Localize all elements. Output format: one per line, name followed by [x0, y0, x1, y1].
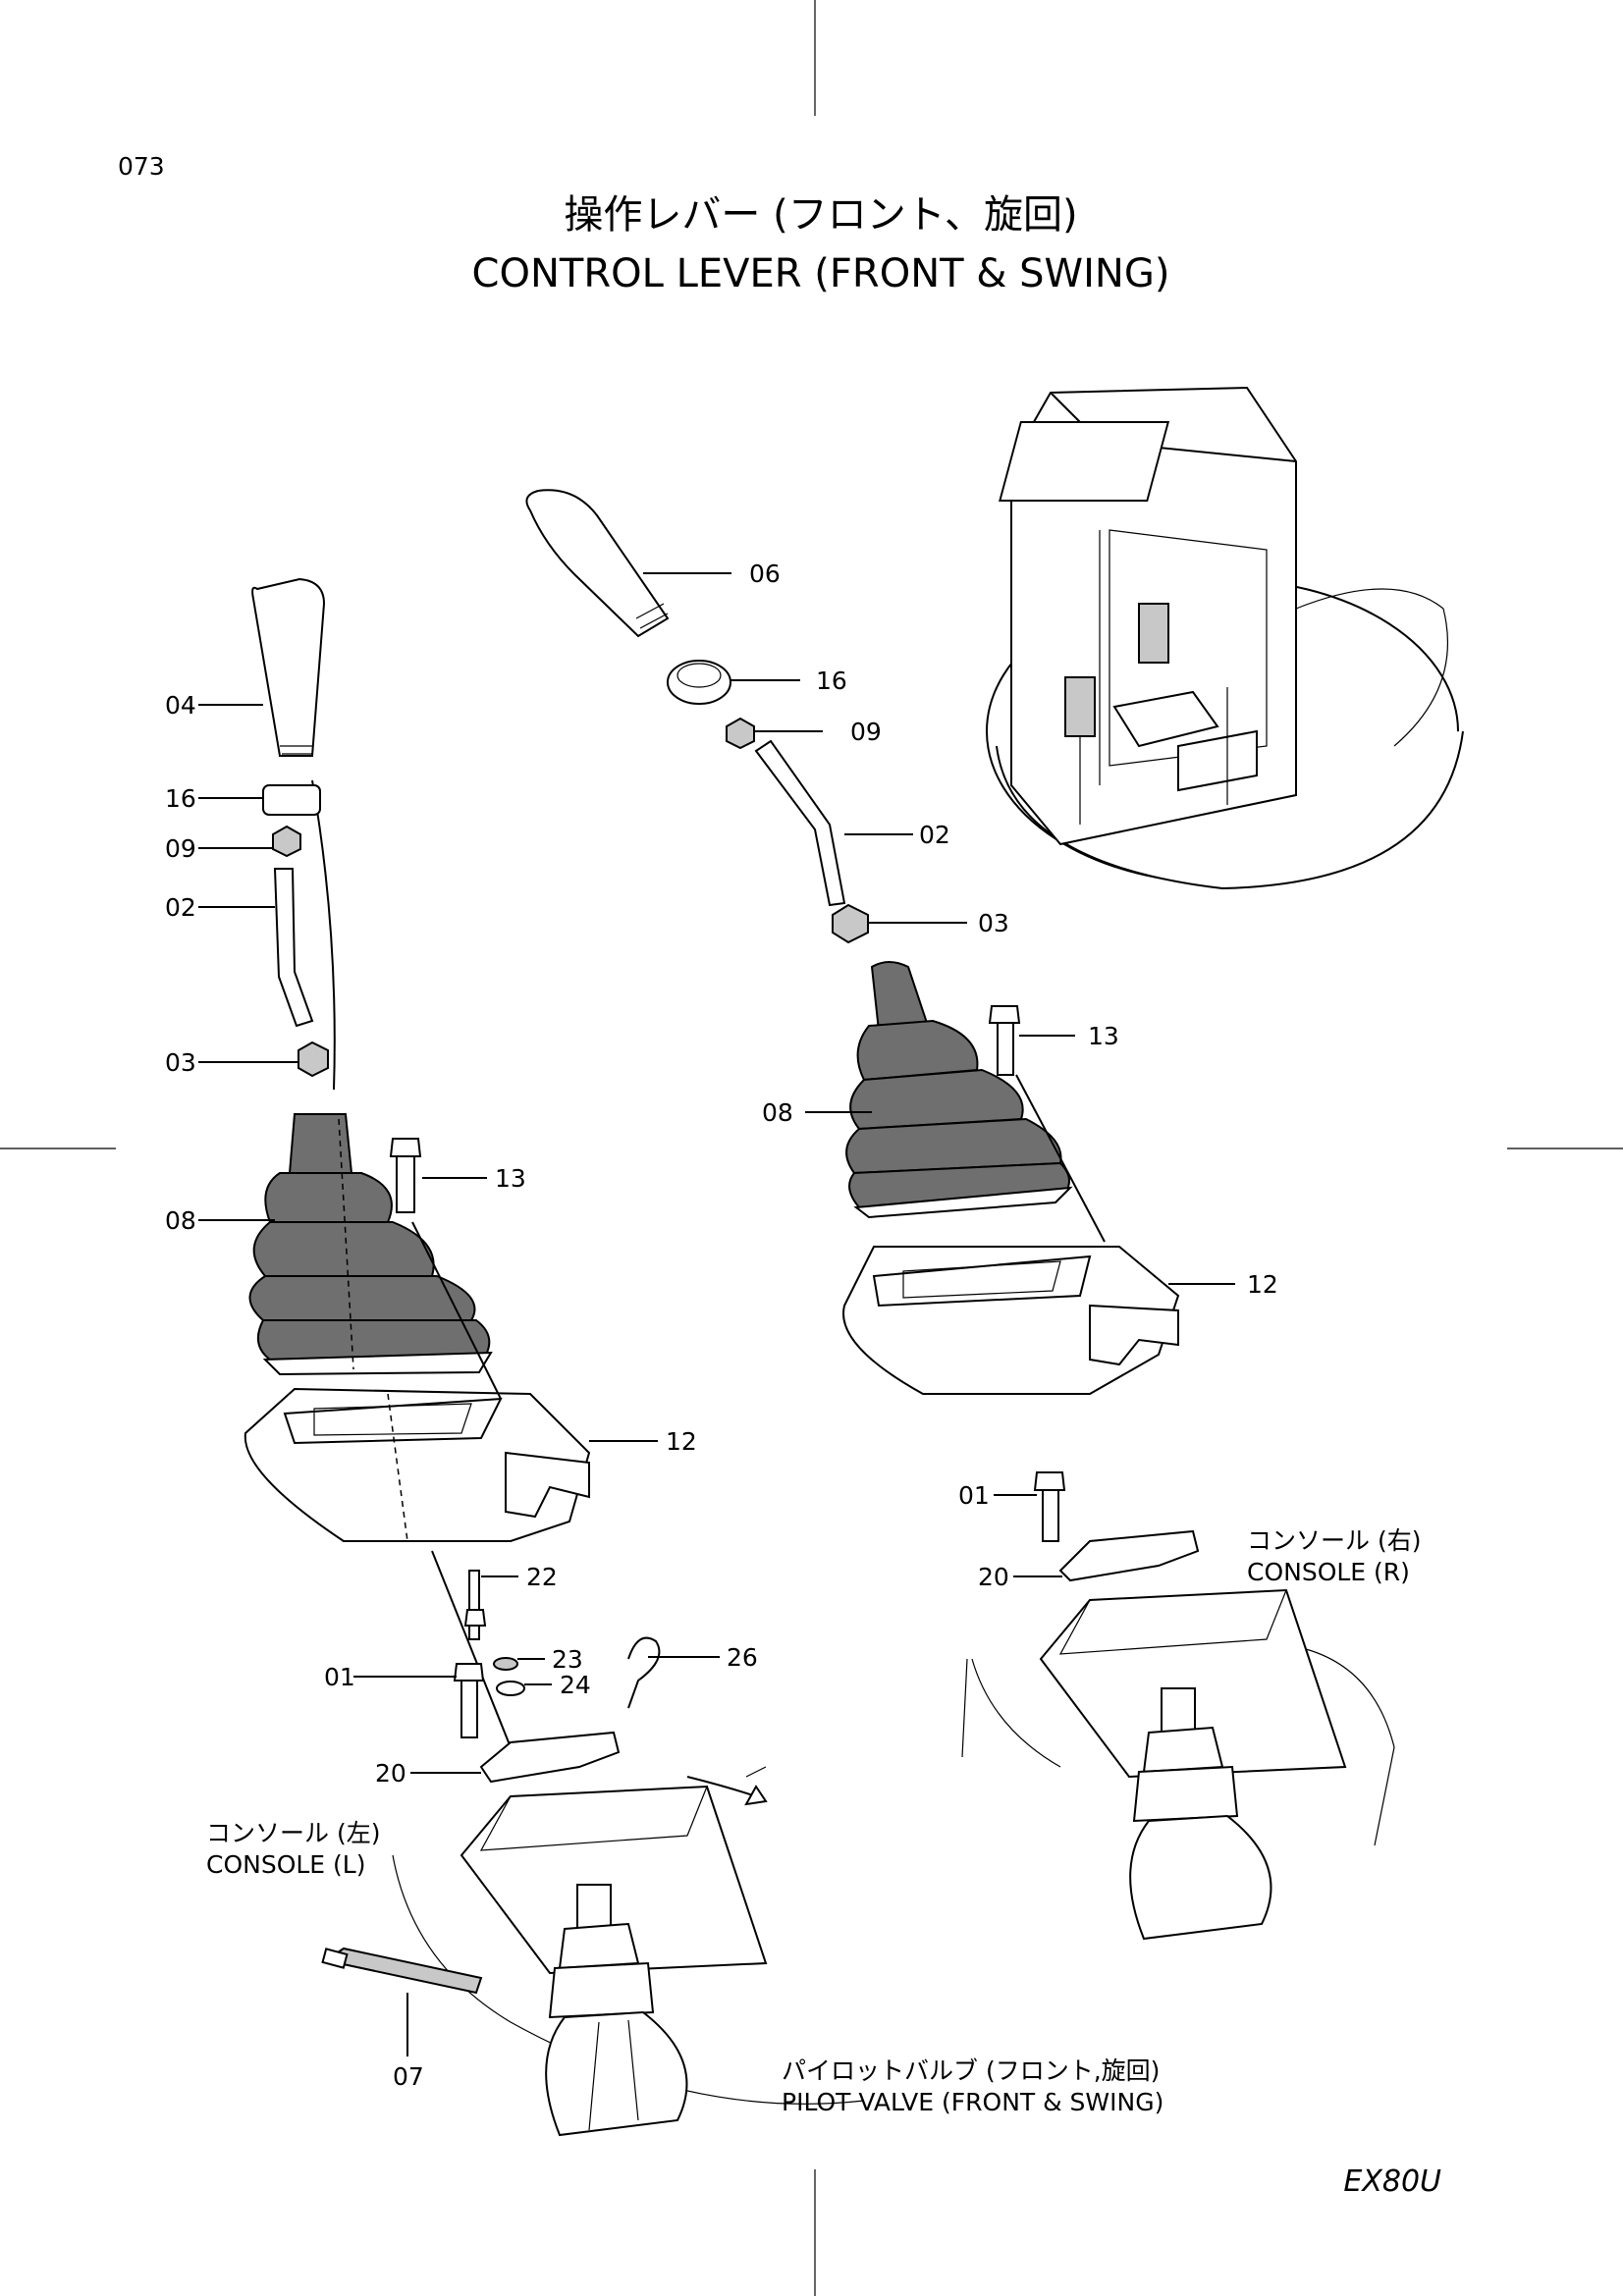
right-grip [525, 489, 670, 638]
console-left-english: CONSOLE (L) [206, 1850, 366, 1879]
callout-left-07: 07 [393, 2062, 424, 2091]
callout-left-04: 04 [165, 691, 196, 720]
title-english: CONTROL LEVER (FRONT & SWING) [472, 251, 1170, 296]
callout-left-02: 02 [165, 893, 196, 922]
callout-left-12: 12 [666, 1427, 697, 1456]
right-rod [754, 739, 846, 907]
callout-left-23: 23 [552, 1645, 583, 1674]
callout-left-13: 13 [495, 1164, 526, 1193]
callout-right-03: 03 [978, 909, 1009, 937]
callout-left-16: 16 [165, 784, 196, 813]
right-plate-20 [1058, 1529, 1200, 1582]
left-bolt-22 [468, 1570, 480, 1640]
right-nut-16 [667, 660, 731, 705]
callout-right-13: 13 [1088, 1022, 1119, 1050]
callout-left-08: 08 [165, 1206, 196, 1235]
callout-left-26: 26 [727, 1643, 758, 1672]
right-nut-09 [726, 717, 755, 750]
callout-left-22: 22 [526, 1563, 558, 1591]
pilot-valve-english: PILOT VALVE (FRONT & SWING) [782, 2088, 1163, 2116]
left-nut-16 [262, 784, 321, 816]
model-code: EX80U [1343, 2164, 1441, 2199]
left-console-cover [243, 1387, 591, 1542]
left-pilot-valve [545, 1884, 688, 2137]
console-left-japanese: コンソール (左) [206, 1819, 380, 1847]
callout-right-16: 16 [816, 667, 847, 695]
left-plate-20 [479, 1731, 621, 1784]
left-bolt-01 [460, 1678, 478, 1738]
console-right-japanese: コンソール (右) [1247, 1526, 1421, 1555]
callout-right-01: 01 [958, 1481, 990, 1510]
right-rubber-boot [845, 961, 1073, 1219]
callout-leaders [198, 572, 1235, 2056]
callout-right-09: 09 [850, 718, 882, 746]
callout-right-12: 12 [1247, 1270, 1278, 1299]
right-lever-assembly [525, 489, 1395, 1941]
left-console-body [392, 1766, 865, 2105]
left-clamp-26 [627, 1636, 661, 1709]
pilot-valve-japanese: パイロットバルブ (フロント,旋回) [782, 2056, 1160, 2085]
right-pilot-valve [1129, 1687, 1272, 1941]
callout-right-02: 02 [919, 821, 950, 849]
excavator-overview-illustration [986, 386, 1464, 890]
left-grip [251, 577, 326, 757]
callout-left-24: 24 [560, 1671, 591, 1699]
left-lever-assembly [243, 577, 865, 2137]
right-nut-03 [832, 903, 869, 944]
left-washer-23 [493, 1657, 518, 1671]
callout-left-01: 01 [324, 1663, 355, 1691]
right-bolt-01 [1042, 1486, 1059, 1542]
callout-right-06: 06 [749, 560, 781, 588]
callout-right-08: 08 [762, 1098, 793, 1127]
left-cable-tie-07 [321, 1947, 483, 1995]
left-washer-24 [496, 1681, 525, 1696]
callout-left-09: 09 [165, 834, 196, 863]
left-bolt-13 [396, 1152, 415, 1213]
left-nut-03 [298, 1041, 329, 1078]
console-right-english: CONSOLE (R) [1247, 1558, 1410, 1586]
right-console-cover [842, 1246, 1180, 1395]
callout-left-03: 03 [165, 1048, 196, 1077]
title-japanese: 操作レバー (フロント、旋回) [564, 192, 1077, 238]
callout-left-20: 20 [375, 1759, 406, 1788]
left-rod [273, 868, 314, 1028]
callout-right-20: 20 [978, 1563, 1009, 1591]
page-number: 073 [118, 152, 165, 181]
right-console-body [961, 1588, 1395, 1846]
left-rubber-boot [248, 1113, 493, 1376]
right-bolt-13 [997, 1020, 1014, 1076]
left-nut-09 [272, 825, 301, 858]
